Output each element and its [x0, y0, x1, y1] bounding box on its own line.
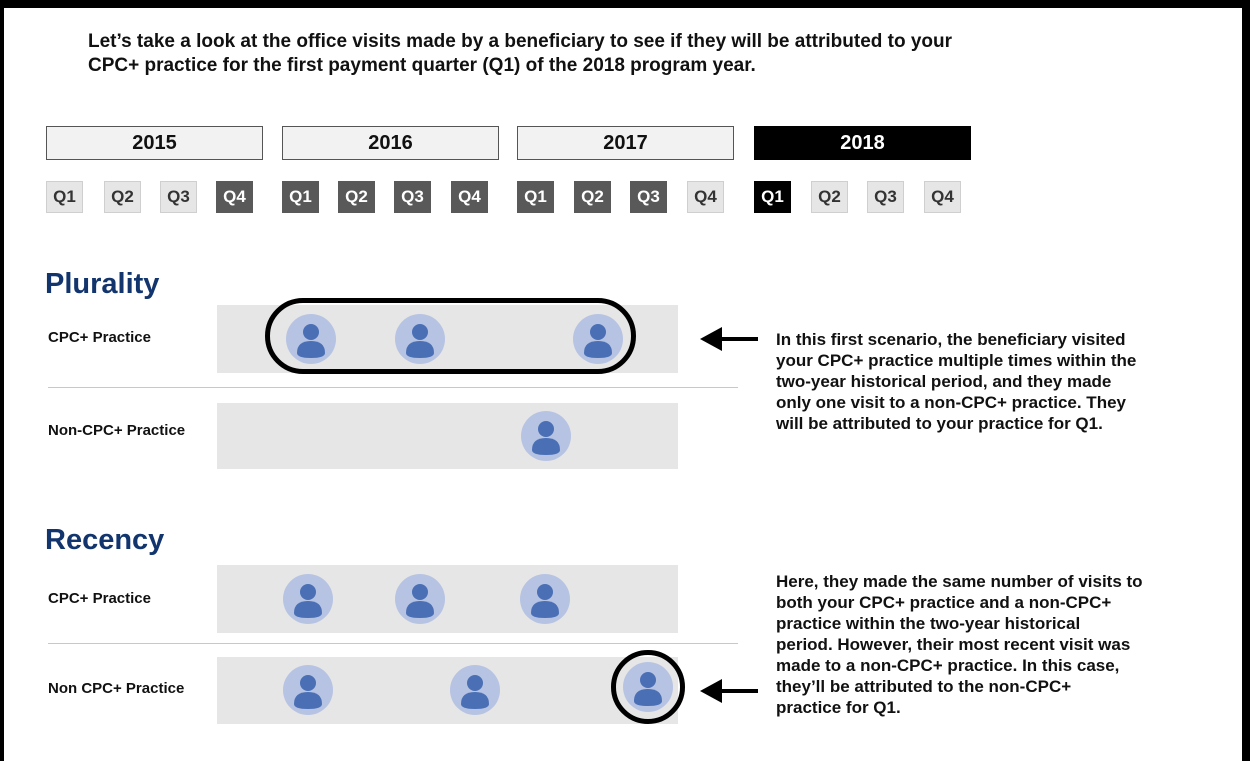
left-arrow-icon [700, 327, 758, 351]
plurality-cpc-label: CPC+ Practice [48, 329, 151, 346]
quarter-box: Q3 [867, 181, 904, 213]
person-icon [520, 574, 570, 624]
recency-divider [48, 643, 738, 644]
quarter-box: Q3 [160, 181, 197, 213]
left-arrow-icon [700, 679, 758, 703]
year-2016: 2016 [282, 126, 499, 160]
plurality-divider [48, 387, 738, 388]
quarter-box: Q1 [754, 181, 791, 213]
quarter-box: Q2 [104, 181, 141, 213]
quarter-box: Q1 [282, 181, 319, 213]
quarter-box: Q3 [394, 181, 431, 213]
person-icon [283, 574, 333, 624]
recency-cpc-label: CPC+ Practice [48, 590, 151, 607]
quarter-box: Q4 [451, 181, 488, 213]
plurality-note: In this first scenario, the beneficiary … [776, 330, 1137, 433]
plurality-noncpc-label: Non-CPC+ Practice [48, 422, 186, 439]
person-icon [521, 411, 571, 461]
year-2015: 2015 [46, 126, 263, 160]
recency-highlight-outline [611, 650, 685, 724]
quarter-box: Q1 [46, 181, 83, 213]
plurality-highlight-outline [265, 298, 636, 374]
recency-note: Here, they made the same number of visit… [776, 572, 1143, 717]
person-icon [283, 665, 333, 715]
year-2017: 2017 [517, 126, 734, 160]
quarter-box: Q1 [517, 181, 554, 213]
year-2018: 2018 [754, 126, 971, 160]
quarter-box: Q4 [216, 181, 253, 213]
quarter-box: Q3 [630, 181, 667, 213]
quarter-box: Q4 [687, 181, 724, 213]
quarter-box: Q2 [338, 181, 375, 213]
quarter-box: Q4 [924, 181, 961, 213]
person-icon [450, 665, 500, 715]
plurality-title: Plurality [45, 268, 160, 300]
quarter-box: Q2 [574, 181, 611, 213]
recency-title: Recency [45, 524, 165, 556]
quarter-box: Q2 [811, 181, 848, 213]
person-icon [395, 314, 445, 364]
recency-noncpc-label: Non CPC+ Practice [48, 680, 185, 697]
plurality-noncpc-track [217, 403, 678, 469]
person-icon [395, 574, 445, 624]
intro-text: Let’s take a look at the office visits m… [88, 31, 953, 76]
